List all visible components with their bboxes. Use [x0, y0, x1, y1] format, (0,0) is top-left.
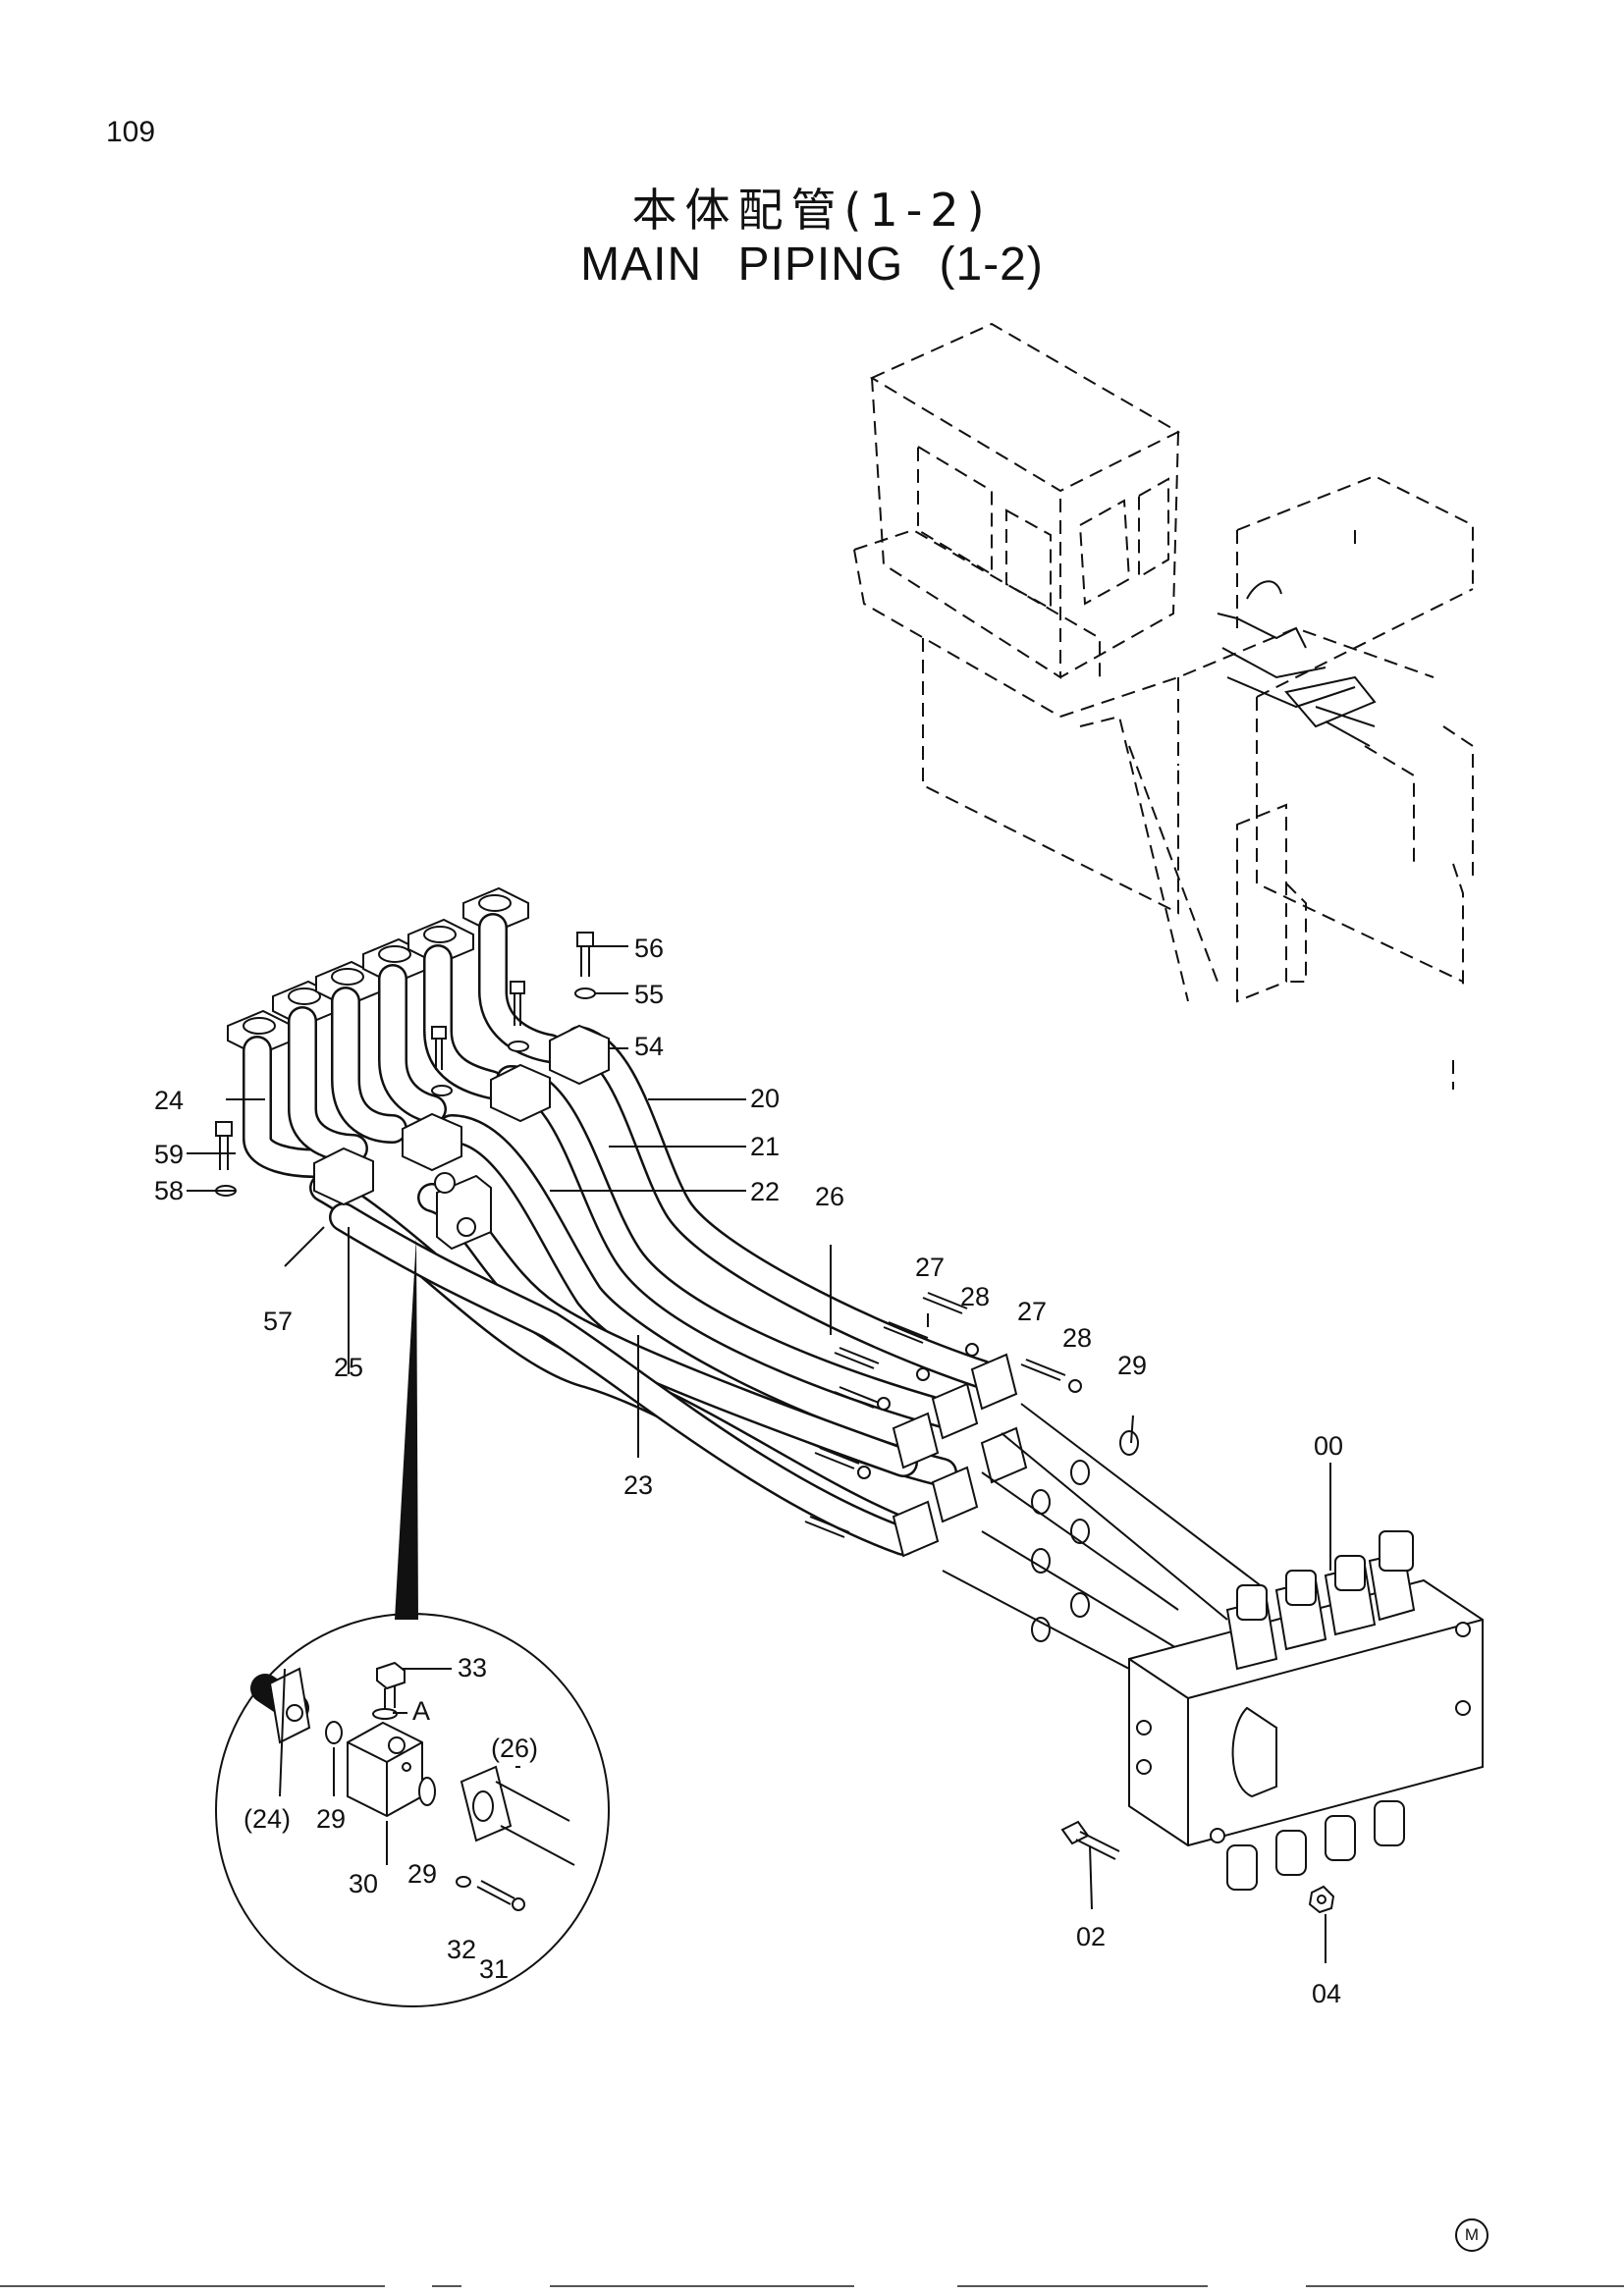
- detail-callout-33: 33: [458, 1653, 487, 1682]
- pipe-end-flanges: [804, 1292, 1082, 1558]
- callout-55: 55: [634, 980, 664, 1009]
- footer-rule: [1306, 2285, 1624, 2287]
- callout-58: 58: [154, 1176, 184, 1205]
- callout-59: 59: [154, 1140, 184, 1169]
- detail-pointer: [395, 1237, 418, 1620]
- callout-00: 00: [1314, 1431, 1343, 1461]
- valve-mounting-hardware: [1060, 1820, 1335, 1914]
- detail-callout-30: 30: [349, 1869, 378, 1898]
- callout-23: 23: [623, 1470, 653, 1500]
- callout-29: 29: [1117, 1351, 1147, 1380]
- callout-25: 25: [334, 1353, 363, 1382]
- footer-rule: [0, 2285, 385, 2287]
- detail-callout-31: 31: [479, 1954, 509, 1984]
- callout-28b: 28: [1062, 1323, 1092, 1353]
- footer-rule: [432, 2285, 461, 2287]
- corner-mark: M: [1455, 2218, 1489, 2252]
- callout-02: 02: [1076, 1922, 1106, 1951]
- callout-21: 21: [750, 1132, 780, 1161]
- callout-28a: 28: [960, 1282, 990, 1311]
- footer-rule: [957, 2285, 1208, 2287]
- detail-view: [215, 1237, 610, 2007]
- o-rings: [942, 1403, 1268, 1670]
- pipes: [243, 913, 997, 1556]
- callout-04: 04: [1312, 1979, 1341, 2008]
- detail-callout-26: (26): [491, 1734, 538, 1763]
- callout-57: 57: [263, 1307, 293, 1336]
- detail-callout-24: (24): [244, 1804, 291, 1834]
- callout-27a: 27: [915, 1253, 945, 1282]
- detail-callout-29a: 29: [316, 1804, 346, 1834]
- page-title-english: MAIN PIPING (1-2): [580, 239, 1044, 291]
- page-title-japanese: 本体配管(1-2): [631, 184, 993, 237]
- detail-callout-32: 32: [447, 1935, 476, 1964]
- detail-callout-A: A: [412, 1696, 430, 1726]
- callout-54: 54: [634, 1032, 664, 1061]
- callout-26: 26: [815, 1182, 844, 1211]
- callout-labels: 56 55 54 20 21 22 24 59 58 57 25 23 26 2…: [154, 934, 1343, 2008]
- footer-rule: [550, 2285, 854, 2287]
- callout-24: 24: [154, 1086, 184, 1115]
- bolts-top: [215, 932, 596, 1197]
- callout-56: 56: [634, 934, 664, 963]
- callout-27b: 27: [1017, 1297, 1047, 1326]
- leader-lines: [187, 945, 1331, 1963]
- clamps: [313, 1024, 610, 1251]
- callout-22: 22: [750, 1177, 780, 1206]
- page-number: 109: [106, 116, 156, 148]
- detail-callout-29b: 29: [407, 1859, 437, 1889]
- machine-overview: [853, 322, 1474, 1090]
- control-valve: [1128, 1530, 1484, 1891]
- callout-20: 20: [750, 1084, 780, 1113]
